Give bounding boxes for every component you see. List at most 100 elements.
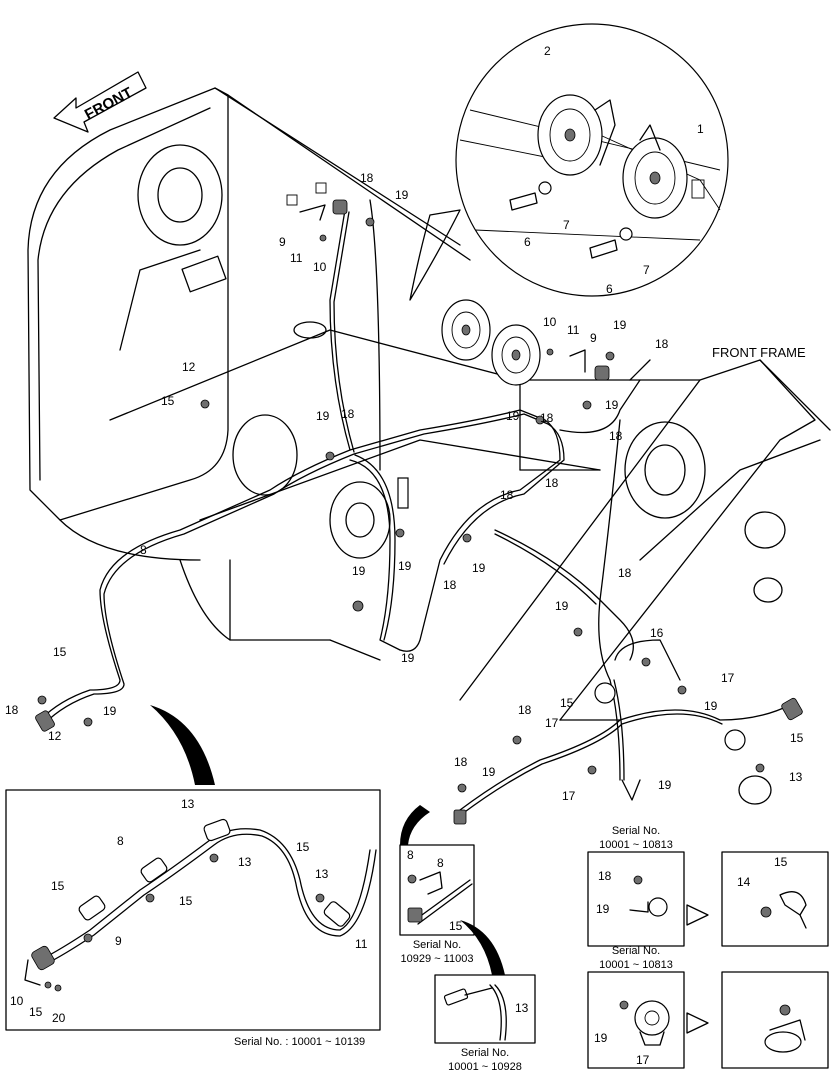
callout: 9 bbox=[115, 934, 122, 948]
callout: 12 bbox=[48, 729, 62, 743]
callout: 17 bbox=[545, 716, 559, 730]
callout: 10 bbox=[543, 315, 557, 329]
callout: 19 bbox=[704, 699, 718, 713]
callout: 11 bbox=[290, 251, 303, 265]
callout: 15 bbox=[161, 394, 175, 408]
horn-assembly-main bbox=[441, 299, 541, 386]
callout: 19 bbox=[103, 704, 117, 718]
wire-harness bbox=[39, 199, 791, 815]
hardware-marks bbox=[35, 182, 803, 825]
callout: 14 bbox=[737, 875, 751, 889]
serial-b-line2: 10001 ~ 10928 bbox=[448, 1061, 522, 1073]
callout: 9 bbox=[590, 331, 597, 345]
callout: 9 bbox=[279, 235, 286, 249]
serial-d-line2: 10001 ~ 10813 bbox=[599, 959, 673, 971]
inset-serial-b bbox=[434, 974, 536, 1044]
front-arrow-label: FRONT bbox=[82, 84, 136, 123]
callout: 19 bbox=[613, 318, 627, 332]
callout: 11 bbox=[567, 323, 580, 337]
callout: 19 bbox=[555, 599, 569, 613]
callout: 19 bbox=[594, 1031, 608, 1045]
callout: 15 bbox=[449, 919, 463, 933]
inset-serial-c-after bbox=[721, 851, 829, 947]
callout: 15 bbox=[53, 645, 67, 659]
callout: 19 bbox=[398, 559, 412, 573]
callout: 18 bbox=[454, 755, 468, 769]
callout: 17 bbox=[721, 671, 735, 685]
callout: 15 bbox=[29, 1005, 43, 1019]
callout: 18 bbox=[540, 411, 554, 425]
callout: 17 bbox=[562, 789, 576, 803]
inset-serial-d bbox=[587, 971, 685, 1069]
callout: 16 bbox=[650, 626, 664, 640]
callout: 1 bbox=[697, 122, 704, 136]
callout: 18 bbox=[443, 578, 457, 592]
callout: 13 bbox=[181, 797, 195, 811]
callout: 7 bbox=[563, 218, 570, 232]
callout: 18 bbox=[598, 869, 612, 883]
callout: 6 bbox=[524, 235, 531, 249]
callout: 18 bbox=[341, 407, 355, 421]
callout: 19 bbox=[596, 902, 610, 916]
callout: 19 bbox=[401, 651, 415, 665]
callout: 13 bbox=[315, 867, 329, 881]
callout: 17 bbox=[636, 1053, 650, 1067]
inset-serial-main bbox=[5, 789, 381, 1031]
front-arrow: FRONT bbox=[53, 71, 147, 133]
serial-a-line2: 10929 ~ 11003 bbox=[401, 953, 474, 965]
callout: 11 bbox=[355, 937, 368, 951]
callout: 8 bbox=[407, 848, 414, 862]
callout: 19 bbox=[472, 561, 486, 575]
serial-d-line1: Serial No. bbox=[612, 945, 660, 957]
callout: 18 bbox=[655, 337, 669, 351]
callout: 15 bbox=[296, 840, 310, 854]
serial-a-line1: Serial No. bbox=[413, 939, 461, 951]
callout: 18 bbox=[618, 566, 632, 580]
callout: 8 bbox=[437, 856, 444, 870]
callout: 12 bbox=[182, 360, 196, 374]
callout: 19 bbox=[506, 409, 520, 423]
horn-detail-circle bbox=[409, 23, 729, 301]
callout: 19 bbox=[605, 398, 619, 412]
callout: 19 bbox=[316, 409, 330, 423]
callout: 19 bbox=[395, 188, 409, 202]
inset-serial-a bbox=[399, 844, 475, 936]
frame-linework bbox=[27, 87, 831, 805]
callout: 18 bbox=[609, 429, 623, 443]
callout: 19 bbox=[352, 564, 366, 578]
callout: 8 bbox=[117, 834, 124, 848]
callout-labels: 2 1 7 6 7 6 18 19 9 11 10 10 11 9 19 18 … bbox=[5, 44, 804, 1067]
inset-pointers bbox=[150, 705, 709, 1034]
serial-main-caption: Serial No. : 10001 ~ 10139 bbox=[234, 1036, 365, 1048]
callout: 6 bbox=[606, 282, 613, 296]
callout: 13 bbox=[789, 770, 803, 784]
callout: 2 bbox=[544, 44, 551, 58]
inset-serial-c bbox=[587, 851, 685, 947]
callout: 15 bbox=[774, 855, 788, 869]
callout: 10 bbox=[313, 260, 327, 274]
callout: 19 bbox=[482, 765, 496, 779]
callout: 13 bbox=[238, 855, 252, 869]
callout: 8 bbox=[140, 543, 147, 557]
callout: 18 bbox=[545, 476, 559, 490]
callout: 18 bbox=[5, 703, 19, 717]
callout: 13 bbox=[515, 1001, 529, 1015]
callout: 20 bbox=[52, 1011, 66, 1025]
callout: 18 bbox=[500, 488, 514, 502]
callout: 15 bbox=[790, 731, 804, 745]
serial-c-line1: Serial No. bbox=[612, 825, 660, 837]
serial-b-line1: Serial No. bbox=[461, 1047, 509, 1059]
callout: 19 bbox=[658, 778, 672, 792]
callout: 18 bbox=[360, 171, 374, 185]
serial-c-line2: 10001 ~ 10813 bbox=[599, 839, 673, 851]
callout: 10 bbox=[10, 994, 24, 1008]
serial-captions: Serial No. : 10001 ~ 10139 Serial No. 10… bbox=[234, 825, 673, 1073]
callout: 15 bbox=[560, 696, 574, 710]
callout: 7 bbox=[643, 263, 650, 277]
front-frame-label: FRONT FRAME bbox=[712, 345, 806, 360]
callout: 15 bbox=[179, 894, 193, 908]
callout: 15 bbox=[51, 879, 65, 893]
callout: 18 bbox=[518, 703, 532, 717]
inset-serial-d-after bbox=[721, 971, 829, 1069]
